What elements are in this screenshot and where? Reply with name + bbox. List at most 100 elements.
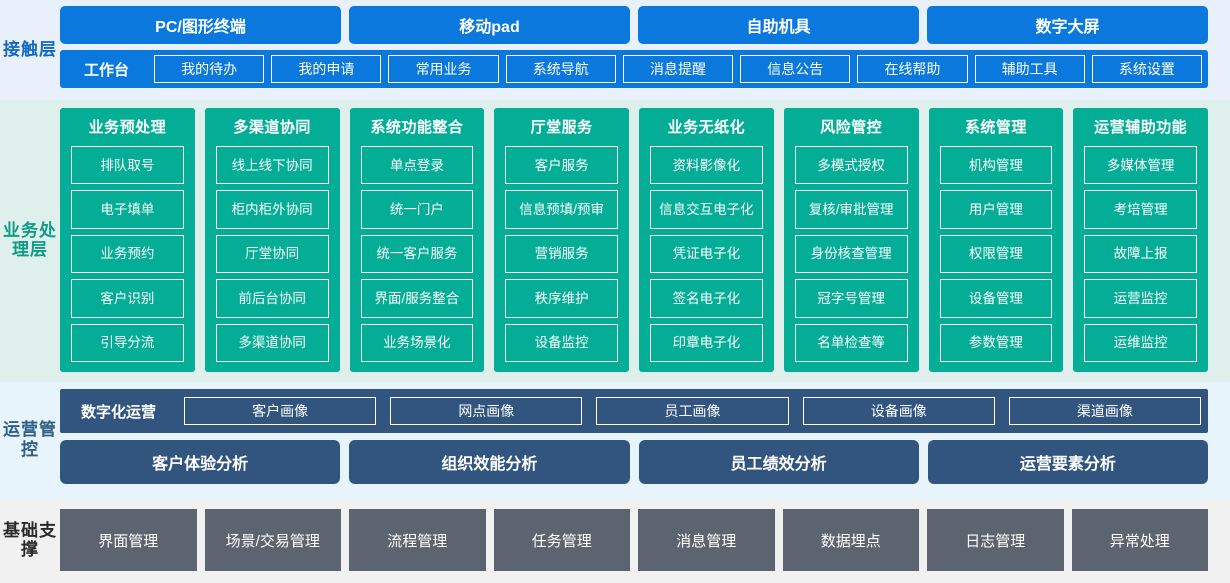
- business-item-customer-service[interactable]: 客户服务: [505, 146, 618, 185]
- workbench-item-message-alert[interactable]: 消息提醒: [622, 55, 734, 83]
- business-item-marketing-service-label: 营销服务: [534, 246, 589, 262]
- layer-operations-label-text: 运营管控: [3, 420, 57, 459]
- business-item-multimedia-management[interactable]: 多媒体管理: [1084, 146, 1197, 185]
- business-item-identity-verification[interactable]: 身份核查管理: [794, 234, 908, 274]
- channel-item-pc[interactable]: PC/图形终端: [60, 6, 341, 44]
- business-item-lobby-sync[interactable]: 厅堂协同: [215, 234, 329, 274]
- workbench-item-system-navigation[interactable]: 系统导航: [505, 55, 616, 83]
- analysis-item-organization-efficiency[interactable]: 组织效能分析: [349, 440, 630, 484]
- workbench-item-system-settings[interactable]: 系统设置: [1091, 55, 1202, 83]
- business-item-marketing-service[interactable]: 营销服务: [505, 234, 618, 274]
- portrait-item-employee-label: 员工画像: [664, 403, 721, 419]
- business-item-identity-verification-label: 身份核查管理: [810, 246, 892, 262]
- workbench-item-utility-tools[interactable]: 辅助工具: [974, 55, 1085, 83]
- business-item-permission-management-label: 权限管理: [968, 246, 1023, 262]
- workbench-item-my-application[interactable]: 我的申请: [271, 55, 382, 83]
- business-item-serial-number-management[interactable]: 冠字号管理: [794, 279, 908, 318]
- layer-contact: 接触层 PC/图形终端 移动pad 自助机具 数字大屏 工作台: [0, 0, 1230, 100]
- workbench-item-common-business[interactable]: 常用业务: [388, 55, 499, 83]
- business-item-info-exchange-digital[interactable]: 信息交互电子化: [650, 190, 763, 229]
- business-item-queue-number[interactable]: 排队取号: [71, 146, 184, 185]
- business-item-single-sign-on[interactable]: 单点登录: [360, 146, 474, 185]
- business-item-device-monitoring[interactable]: 设备监控: [505, 323, 618, 363]
- base-item-log-management-label: 日志管理: [965, 532, 1026, 550]
- business-item-guidance-diversion[interactable]: 引导分流: [71, 323, 184, 363]
- business-item-front-back-sync[interactable]: 前后台协同: [215, 279, 329, 318]
- business-item-multichannel-sync[interactable]: 多渠道协同: [215, 323, 329, 363]
- business-item-e-form[interactable]: 电子填单: [71, 190, 184, 229]
- base-item-exception-handling[interactable]: 异常处理: [1071, 509, 1208, 571]
- business-column-system-integration: 系统功能整合 单点登录 统一门户 统一客户服务 界面/服务整合 业务场景化: [349, 108, 485, 372]
- business-item-info-prefill-review[interactable]: 信息预填/预审: [505, 190, 618, 229]
- workbench-item-my-application-label: 我的申请: [298, 61, 355, 77]
- business-item-unified-portal[interactable]: 统一门户: [360, 190, 474, 229]
- business-item-ui-service-integration[interactable]: 界面/服务整合: [360, 279, 474, 318]
- business-item-unified-customer-service-label: 统一客户服务: [376, 246, 458, 262]
- channel-item-mobile-pad[interactable]: 移动pad: [349, 6, 630, 44]
- workbench-item-my-todo[interactable]: 我的待办: [154, 55, 265, 83]
- analysis-item-operation-factors[interactable]: 运营要素分析: [927, 440, 1208, 484]
- analysis-item-customer-experience[interactable]: 客户体验分析: [60, 440, 341, 484]
- business-columns: 业务预处理 排队取号 电子填单 业务预约 客户识别 引导分流 多渠道协同 线上线…: [60, 108, 1230, 372]
- business-item-operation-monitoring[interactable]: 运营监控: [1084, 279, 1197, 318]
- business-item-fault-reporting[interactable]: 故障上报: [1084, 234, 1197, 274]
- portrait-item-employee[interactable]: 员工画像: [596, 397, 789, 425]
- business-item-appointment-label: 业务预约: [100, 246, 155, 262]
- digital-operations-row: 数字化运营 客户画像 网点画像 员工画像 设备画像 渠道画像: [60, 389, 1208, 433]
- layer-contact-label-text: 接触层: [3, 39, 57, 59]
- base-item-log-management[interactable]: 日志管理: [927, 509, 1064, 571]
- business-item-multimode-authorization[interactable]: 多模式授权: [794, 146, 908, 185]
- business-item-parameter-management[interactable]: 参数管理: [939, 323, 1053, 363]
- business-item-order-maintenance[interactable]: 秩序维护: [505, 279, 618, 318]
- base-item-scenario-transaction-management[interactable]: 场景/交易管理: [204, 509, 341, 571]
- workbench-item-online-help[interactable]: 在线帮助: [857, 55, 968, 83]
- business-item-maintenance-monitoring-label: 运维监控: [1113, 335, 1168, 351]
- business-item-customer-identification[interactable]: 客户识别: [71, 279, 184, 318]
- business-item-appointment[interactable]: 业务预约: [71, 234, 184, 274]
- business-item-seal-digital[interactable]: 印章电子化: [650, 323, 763, 363]
- business-item-user-management[interactable]: 用户管理: [939, 190, 1053, 229]
- business-item-online-offline-sync[interactable]: 线上线下协同: [215, 146, 329, 185]
- business-item-unified-customer-service[interactable]: 统一客户服务: [360, 234, 474, 274]
- portrait-item-branch[interactable]: 网点画像: [390, 397, 583, 425]
- workbench-item-my-todo-label: 我的待办: [181, 61, 238, 77]
- base-item-process-management[interactable]: 流程管理: [349, 509, 486, 571]
- base-item-message-management[interactable]: 消息管理: [638, 509, 775, 571]
- business-item-e-form-label: 电子填单: [100, 202, 155, 218]
- workbench-item-announcement[interactable]: 信息公告: [740, 55, 851, 83]
- business-item-training-management[interactable]: 考培管理: [1084, 190, 1197, 229]
- portrait-item-device[interactable]: 设备画像: [802, 397, 995, 425]
- business-item-organization-management[interactable]: 机构管理: [939, 146, 1053, 185]
- workbench-item-online-help-label: 在线帮助: [884, 61, 941, 77]
- business-item-review-approval[interactable]: 复核/审批管理: [794, 190, 908, 229]
- channel-item-digital-screen[interactable]: 数字大屏: [927, 6, 1208, 44]
- business-item-permission-management[interactable]: 权限管理: [939, 234, 1053, 274]
- base-item-ui-management[interactable]: 界面管理: [60, 509, 197, 571]
- business-item-fault-reporting-label: 故障上报: [1113, 246, 1168, 262]
- business-item-signature-digital[interactable]: 签名电子化: [650, 279, 763, 318]
- channel-item-self-service[interactable]: 自助机具: [638, 6, 919, 44]
- portrait-item-customer[interactable]: 客户画像: [184, 397, 377, 425]
- business-item-business-scenario[interactable]: 业务场景化: [360, 323, 474, 363]
- business-item-ui-service-integration-label: 界面/服务整合: [374, 290, 460, 306]
- business-item-seal-digital-label: 印章电子化: [672, 335, 741, 351]
- business-item-counter-sync-label: 柜内柜外协同: [231, 202, 313, 218]
- business-item-customer-service-label: 客户服务: [534, 157, 589, 173]
- base-item-exception-handling-label: 异常处理: [1109, 532, 1170, 550]
- base-item-data-tracking[interactable]: 数据埋点: [782, 509, 919, 571]
- business-item-watchlist-check[interactable]: 名单检查等: [794, 323, 908, 363]
- business-item-voucher-digital[interactable]: 凭证电子化: [650, 234, 763, 274]
- business-item-counter-sync[interactable]: 柜内柜外协同: [215, 190, 329, 229]
- business-item-maintenance-monitoring[interactable]: 运维监控: [1084, 323, 1197, 363]
- analysis-item-employee-performance-label: 员工绩效分析: [730, 456, 827, 473]
- channel-item-pc-label: PC/图形终端: [155, 19, 246, 36]
- business-item-parameter-management-label: 参数管理: [968, 335, 1023, 351]
- business-item-document-imaging[interactable]: 资料影像化: [650, 146, 763, 185]
- analysis-item-employee-performance[interactable]: 员工绩效分析: [638, 440, 919, 484]
- base-item-task-management[interactable]: 任务管理: [493, 509, 630, 571]
- business-item-device-management[interactable]: 设备管理: [939, 279, 1053, 318]
- analysis-item-organization-efficiency-label: 组织效能分析: [441, 456, 538, 473]
- business-column-preprocessing: 业务预处理 排队取号 电子填单 业务预约 客户识别 引导分流: [60, 108, 195, 372]
- portrait-item-channel[interactable]: 渠道画像: [1008, 397, 1202, 425]
- layer-base-support-body: 界面管理 场景/交易管理 流程管理 任务管理 消息管理 数据埋点 日志管理 异常…: [60, 509, 1230, 571]
